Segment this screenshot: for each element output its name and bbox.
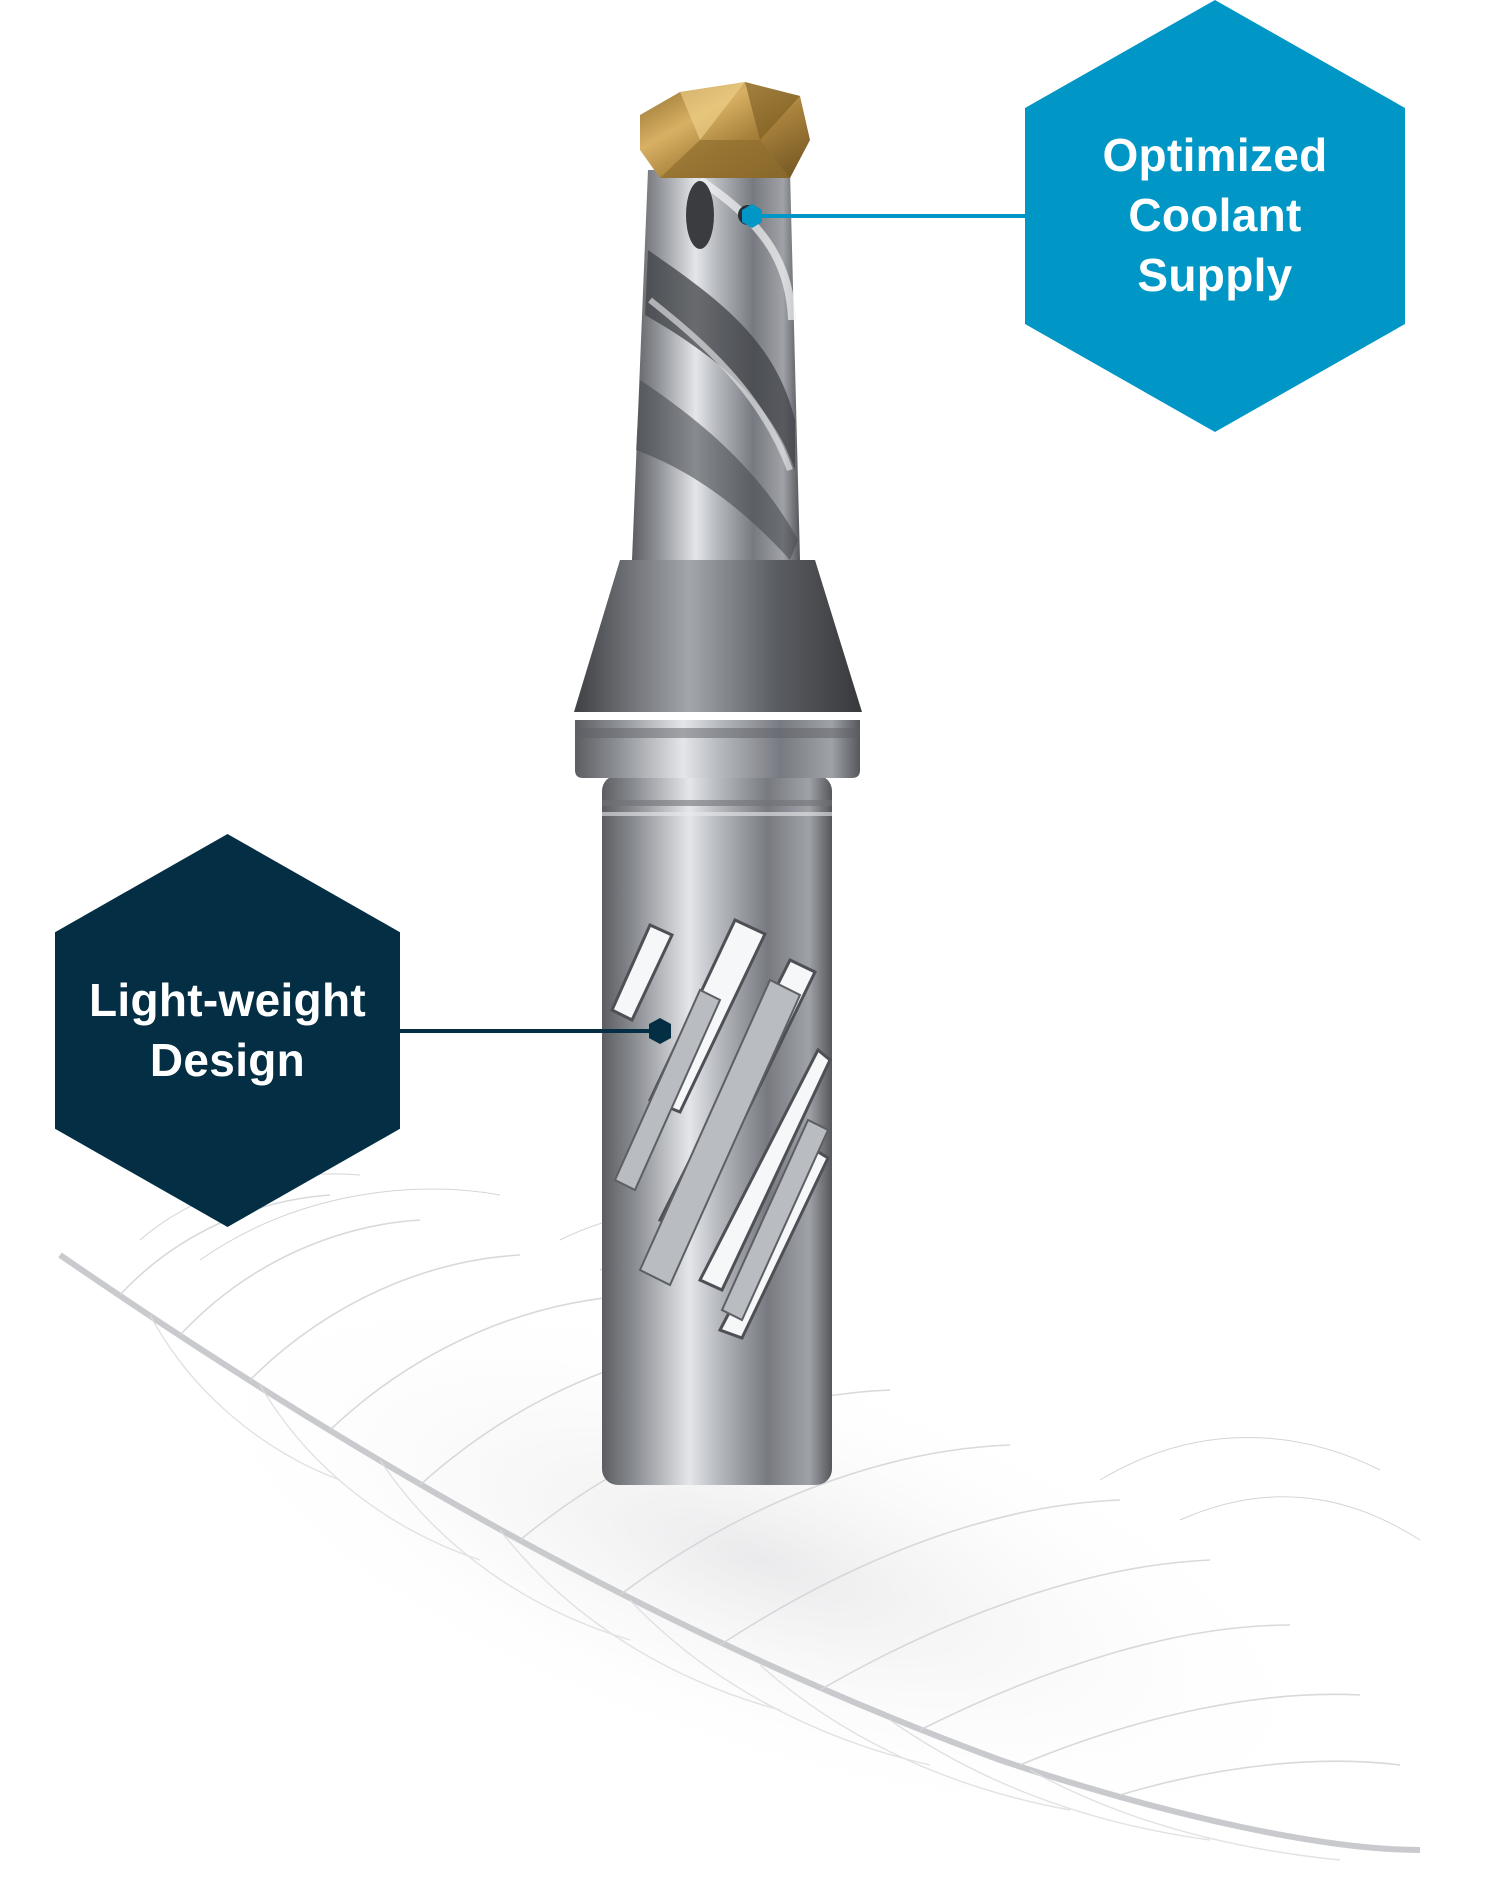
feather-icon: [58, 1173, 1421, 1861]
callout-leader-coolant: [742, 204, 1028, 228]
drill-image: [574, 82, 862, 1485]
callout-optimized-coolant-supply: Optimized Coolant Supply: [1025, 0, 1405, 432]
callout-coolant-label: Optimized Coolant Supply: [1102, 129, 1328, 301]
callout-light-weight-design: Light-weight Design: [55, 834, 400, 1227]
callout-leader-weight: [398, 1018, 671, 1044]
callout-weight-label: Light-weight Design: [89, 973, 366, 1086]
